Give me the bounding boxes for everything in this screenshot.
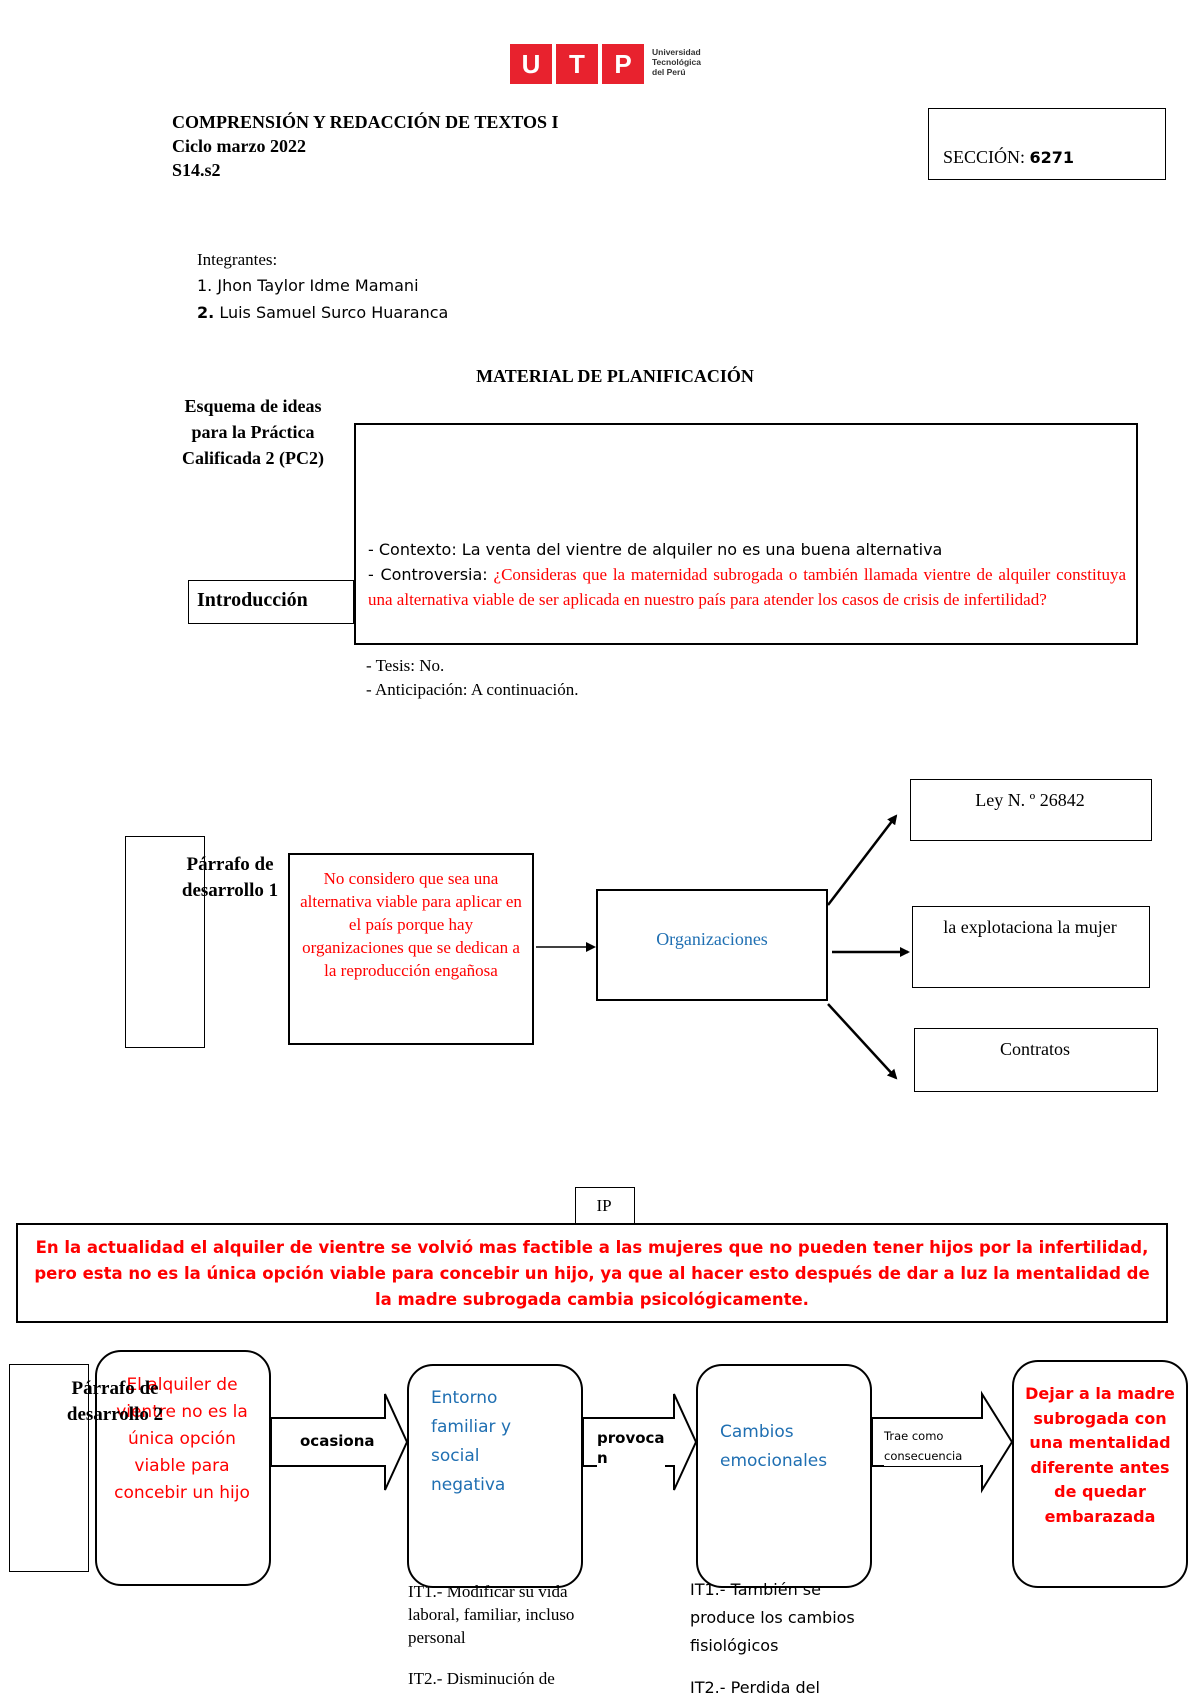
intro-controversy: - Controversia: ¿Consideras que la mater…	[368, 562, 1126, 612]
logo-line-2: Tecnológica	[652, 57, 701, 67]
dev2-box1-text: El alquiler de vientre no es la única op…	[114, 1375, 250, 1503]
dev2-it-left: IT1.- Modificar su vida laboral, familia…	[408, 1580, 608, 1690]
dev2-box2-text: Entorno familiar y social negativa	[431, 1388, 512, 1495]
dev2-arrow3-label-top: Trae como consecuencia	[884, 1426, 980, 1466]
section-label: SECCIÓN:	[943, 147, 1026, 167]
dev1-label: Párrafo de desarrollo 1	[160, 852, 300, 904]
dev2-arrow1-label-top: ocasiona	[300, 1432, 375, 1450]
dev2-arrow2-top-line1: provoca	[597, 1429, 665, 1447]
logo-letter-t: T	[569, 49, 585, 79]
section-box: SECCIÓN: 6271	[928, 108, 1166, 180]
dev2-box-4: Dejar a la madre subrogada con una menta…	[1012, 1360, 1188, 1588]
dev1-label-line2: desarrollo 1	[181, 880, 279, 901]
logo-letter-u: U	[521, 49, 541, 79]
dev1-main-idea-box: No considero que sea una alternativa via…	[288, 853, 534, 1045]
dev2-label-box	[9, 1364, 89, 1572]
dev2-box-2: Entorno familiar y social negativa	[407, 1364, 583, 1588]
dev1-center-box: Organizaciones	[596, 889, 828, 1001]
logo-letter-u-block: U	[510, 44, 552, 84]
dev1-center-text: Organizaciones	[656, 929, 768, 949]
logo-university-text: Universidad Tecnológica del Perú	[652, 47, 701, 77]
logo-letter-p-block: P	[602, 44, 644, 84]
member-item: 2. Luis Samuel Surco Huaranca	[197, 303, 448, 322]
intro-label: Introducción	[197, 589, 308, 611]
ip-box: En la actualidad el alquiler de vientre …	[16, 1223, 1168, 1323]
intro-content: - Contexto: La venta del vientre de alqu…	[368, 537, 1126, 612]
dev2-label-line1: Párrafo de	[71, 1378, 159, 1399]
section-value: 6271	[1029, 148, 1075, 167]
logo-letter-t-block: T	[556, 44, 598, 84]
intro-box: - Contexto: La venta del vientre de alqu…	[354, 423, 1138, 645]
dev2-box-1: El alquiler de vientre no es la única op…	[95, 1350, 271, 1586]
members-title: Integrantes:	[197, 250, 278, 269]
dev2-arrow2-top-line2: n	[597, 1449, 608, 1467]
dev1-branch-box-2: la explotaciona la mujer	[912, 906, 1150, 988]
dev1-branch-1: Ley N. º 26842	[975, 790, 1085, 810]
planning-title: MATERIAL DE PLANIFICACIÓN	[476, 366, 754, 386]
course-session: S14.s2	[172, 160, 221, 180]
ip-text: En la actualidad el alquiler de vientre …	[34, 1238, 1150, 1309]
dev1-branch-2: la explotaciona la mujer	[943, 917, 1117, 937]
dev2-label: Párrafo de desarrollo 2	[40, 1376, 190, 1428]
member-number: 1.	[197, 276, 213, 295]
section-text: SECCIÓN: 6271	[943, 147, 1074, 168]
logo-line-1: Universidad	[652, 47, 701, 57]
dev1-branch-box-1: Ley N. º 26842	[910, 779, 1152, 841]
it-right-2: IT2.- Perdida del	[690, 1678, 820, 1697]
dev1-label-line1: Párrafo de	[186, 854, 274, 875]
dev2-arrow2-label-top: provoca n	[597, 1428, 665, 1468]
dev2-it-right: IT1.- También se produce los cambios fis…	[690, 1576, 890, 1702]
dev2-label-line2: desarrollo 2	[66, 1404, 164, 1425]
intro-context: - Contexto: La venta del vientre de alqu…	[368, 540, 943, 559]
ip-label-box: IP	[575, 1187, 635, 1225]
dev2-box-3: Cambios emocionales	[696, 1364, 872, 1588]
course-title: COMPRENSIÓN Y REDACCIÓN DE TEXTOS I	[172, 112, 559, 132]
intro-controversy-label: - Controversia:	[368, 565, 488, 584]
member-name: Jhon Taylor Idme Mamani	[217, 276, 419, 295]
member-name: Luis Samuel Surco Huaranca	[219, 303, 449, 322]
it-right-1: IT1.- También se produce los cambios fis…	[690, 1580, 855, 1655]
dev1-branch-3: Contratos	[1000, 1039, 1070, 1059]
course-header: COMPRENSIÓN Y REDACCIÓN DE TEXTOS I Cicl…	[172, 110, 559, 182]
member-number: 2.	[197, 303, 215, 322]
dev2-box3-text: Cambios emocionales	[720, 1422, 828, 1471]
logo-line-3: del Perú	[652, 67, 686, 77]
dev1-main-idea: No considero que sea una alternativa via…	[300, 869, 522, 980]
logo-letter-p: P	[614, 49, 632, 79]
intro-thesis: - Tesis: No.	[366, 656, 445, 675]
intro-anticipation: - Anticipación: A continuación.	[366, 680, 579, 699]
member-item: 1. Jhon Taylor Idme Mamani	[197, 276, 448, 295]
it-left-1: IT1.- Modificar su vida laboral, familia…	[408, 1582, 575, 1647]
ip-label: IP	[596, 1196, 612, 1215]
course-cycle: Ciclo marzo 2022	[172, 136, 306, 156]
intro-label-box: Introducción	[188, 580, 354, 624]
dev2-box4-text: Dejar a la madre subrogada con una menta…	[1025, 1384, 1175, 1526]
dev1-branch-box-3: Contratos	[914, 1028, 1158, 1092]
it-left-2: IT2.- Disminución de	[408, 1669, 555, 1688]
dev1-arrow-branch-1	[827, 814, 898, 906]
scheme-title: Esquema de ideas para la Práctica Califi…	[182, 396, 324, 468]
members-block: Integrantes: 1. Jhon Taylor Idme Mamani …	[197, 250, 448, 322]
utp-logo: U T P Universidad Tecnológica del Perú	[510, 44, 720, 86]
dev1-label-box	[125, 836, 205, 1048]
dev1-arrow-branch-3	[827, 1003, 898, 1080]
intro-controversy-text: ¿Consideras que la maternidad subrogada …	[368, 565, 1126, 609]
intro-extra: - Tesis: No. - Anticipación: A continuac…	[366, 654, 578, 702]
